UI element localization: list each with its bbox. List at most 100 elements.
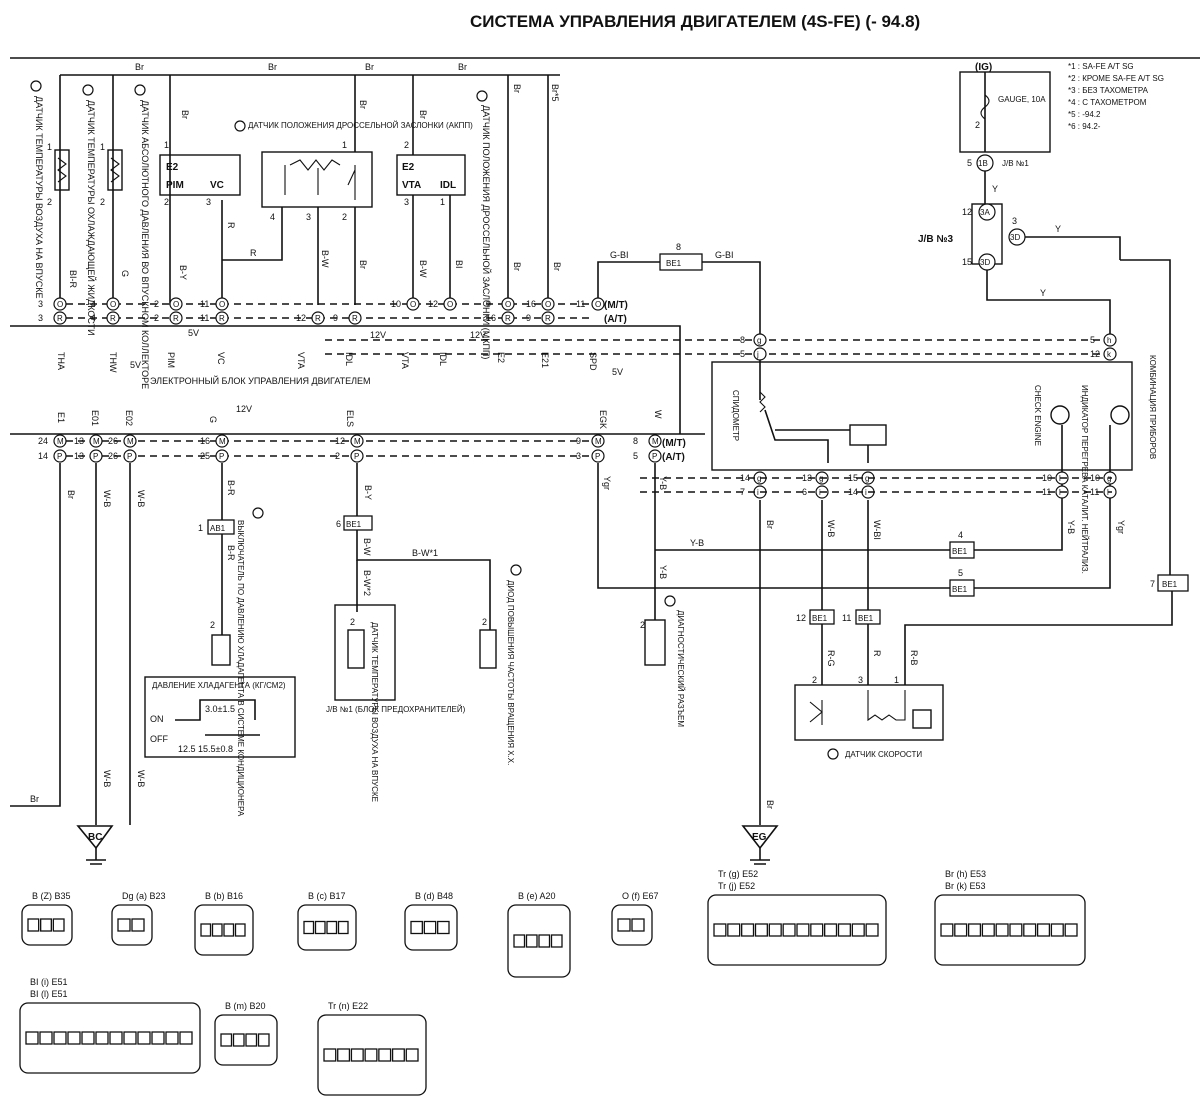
meter-pin-letter-0: g xyxy=(757,336,761,345)
sensor-m-label: ДАТЧИК СКОРОСТИ xyxy=(845,750,922,759)
gauge-label: GAUGE, 10A xyxy=(998,95,1046,104)
wire-bw-els: B-W xyxy=(362,538,372,556)
wire-br-3: Br xyxy=(365,62,374,72)
at-top-pin-7 xyxy=(541,311,555,325)
svg-text:VTA: VTA xyxy=(402,180,421,191)
connector-cell-9-9 xyxy=(151,1031,165,1045)
meter-pin-letter-6: g xyxy=(865,474,869,483)
note-4: *4 : С ТАХОМЕТРОМ xyxy=(1068,98,1147,107)
mt-top-pin-7 xyxy=(541,297,555,311)
wire-wb-2: W-B xyxy=(136,490,146,507)
mt-bottom-pin-2 xyxy=(123,434,137,448)
wire-r-1: R xyxy=(226,222,236,229)
connector-cell-1-1 xyxy=(131,918,145,932)
ground-bc: BC xyxy=(88,832,102,843)
fuse-block-label: J/B №1 (БЛОК ПРЕДОХРАНИТЕЛЕЙ) xyxy=(326,705,466,714)
connector-cell-9-11 xyxy=(179,1031,193,1045)
mt-top-pin-num-7: 16 xyxy=(526,299,536,309)
at-top-pin-num-7: 9 xyxy=(526,313,531,323)
wire-br-meter2: Br xyxy=(765,800,775,809)
notes: *1 : SA-FE A/T SG *2 : КРОМЕ SA-FE A/T S… xyxy=(1068,62,1164,131)
meter-pin-num-7: 14 xyxy=(848,487,858,497)
pressure-chart: ДАВЛЕНИЕ ХЛАДАГЕНТА (КГ/СМ2) ON OFF 3.0±… xyxy=(144,676,296,758)
wire-wb-3: W-B xyxy=(102,770,112,787)
speedometer-label: СПИДОМЕТР xyxy=(731,390,740,441)
at-top-pin-letter-6: R xyxy=(505,314,511,323)
wire-gbl-1: G-BI xyxy=(610,250,629,260)
wire-wb-4: W-B xyxy=(136,770,146,787)
at-bottom-pin-3 xyxy=(215,449,229,463)
sensor-e-label: ВЫКЛЮЧАТЕЛЬ ПО ДАВЛЕНИЮ ХЛАДАГЕНТА В СИС… xyxy=(236,520,245,817)
connector-cell-0-1 xyxy=(40,918,52,932)
mt-top-pin-num-0: 3 xyxy=(38,299,43,309)
connector-cell-9-1 xyxy=(39,1031,53,1045)
sensor-a-coolant-temp: 1 2 G ДАТЧИК ТЕМПЕРАТУРЫ ОХЛАЖДАЮЩЕЙ ЖИД… xyxy=(82,75,130,336)
svg-text:1B: 1B xyxy=(978,159,988,168)
svg-text:G: G xyxy=(208,416,218,423)
wire-br-r-2: B-R xyxy=(226,545,236,561)
connector-cell-11-3 xyxy=(364,1048,378,1062)
sensor-c-throttle-at: 4 3 2 1 R B-W Br Br ДАТЧИК ПОЛОЖЕНИЯ ДРО… xyxy=(222,75,473,305)
ecu-top-edge xyxy=(10,325,681,434)
svg-text:E2: E2 xyxy=(402,162,415,173)
pressure-title: ДАВЛЕНИЕ ХЛАДАГЕНТА (КГ/СМ2) xyxy=(152,681,286,690)
wire-br-meter: Br xyxy=(765,520,775,529)
svg-text:2: 2 xyxy=(482,617,487,627)
at-top-pin-3 xyxy=(215,311,229,325)
svg-text:12: 12 xyxy=(962,207,972,217)
svg-text:12: 12 xyxy=(796,613,806,623)
connector-cell-7-2 xyxy=(741,923,755,937)
check-engine-label: CHECK ENGINE xyxy=(1033,385,1042,446)
wire-yb-2: Y-B xyxy=(658,565,668,579)
mt-top-pin-num-6: 9 xyxy=(486,299,491,309)
svg-text:E02: E02 xyxy=(124,410,134,426)
mt-top-pin-letter-5: O xyxy=(447,300,453,309)
connector-cell-7-9 xyxy=(837,923,851,937)
meter-pin-num-11: 11 xyxy=(1042,487,1051,497)
mt-bottom-pin-letter-0: M xyxy=(57,437,64,446)
connector-caption-3: B (c) B17 xyxy=(308,891,346,901)
connector-cell-2-1 xyxy=(211,923,223,937)
mt-bottom-pin-0 xyxy=(53,434,67,448)
note-5: *5 : -94.2 xyxy=(1068,110,1101,119)
connector-cell-10-1 xyxy=(232,1033,245,1047)
connector-cell-8-8 xyxy=(1050,923,1064,937)
meter-pin-num-1: 5 xyxy=(740,349,745,359)
connector-cell-10-0 xyxy=(220,1033,233,1047)
svg-text:15: 15 xyxy=(962,257,972,267)
at-bottom-pin-letter-0: P xyxy=(57,452,62,461)
svg-text:12V: 12V xyxy=(470,330,486,340)
speed-sensor: 2 3 1 ДАТЧИК СКОРОСТИ xyxy=(794,675,944,760)
ecu-bottom-terminals: E1 E01 E02 G ELS EGK W xyxy=(56,410,663,429)
els-circuit: BE1 6 B-Y B-W B-W*1 B-W*2 2 ДАТЧИК ТЕМПЕ… xyxy=(326,463,522,802)
mt-top-pin-num-1: 4 xyxy=(91,299,96,309)
at-bottom-pin-0 xyxy=(53,449,67,463)
jb3-label: J/B №3 xyxy=(918,234,953,245)
connector-cell-11-1 xyxy=(337,1048,351,1062)
svg-text:THA: THA xyxy=(56,352,66,370)
meter-pin-1 xyxy=(753,347,767,361)
svg-text:2: 2 xyxy=(47,197,52,207)
wire-gbl-2: G-BI xyxy=(715,250,734,260)
mt-bottom-pin-num-3: 16 xyxy=(200,436,210,446)
connector-cell-7-8 xyxy=(824,923,838,937)
wire-yb-1: Y-B xyxy=(658,476,668,490)
svg-text:5V: 5V xyxy=(612,367,623,377)
mt-top-pin-num-8: 11 xyxy=(576,299,585,309)
meter-pin-num-2: 14 xyxy=(740,473,750,483)
mt-top-pin-letter-8: O xyxy=(595,300,601,309)
svg-text:THW: THW xyxy=(108,352,118,373)
mt-top-pin-4 xyxy=(406,297,420,311)
svg-text:2: 2 xyxy=(350,617,355,627)
mt-bottom-pin-5 xyxy=(591,434,605,448)
connector-cell-2-2 xyxy=(223,923,235,937)
connector-cell-11-4 xyxy=(378,1048,392,1062)
mt-bottom-pin-letter-3: M xyxy=(219,437,226,446)
meter-pin-num-5: 6 xyxy=(802,487,807,497)
sensor-d-throttle-mt: E2 VTA IDL 2 3 1 Br B-W BI ДАТЧИК ПОЛОЖЕ… xyxy=(396,75,492,359)
connector-cell-8-1 xyxy=(954,923,968,937)
connector-cell-5-2 xyxy=(538,934,551,948)
